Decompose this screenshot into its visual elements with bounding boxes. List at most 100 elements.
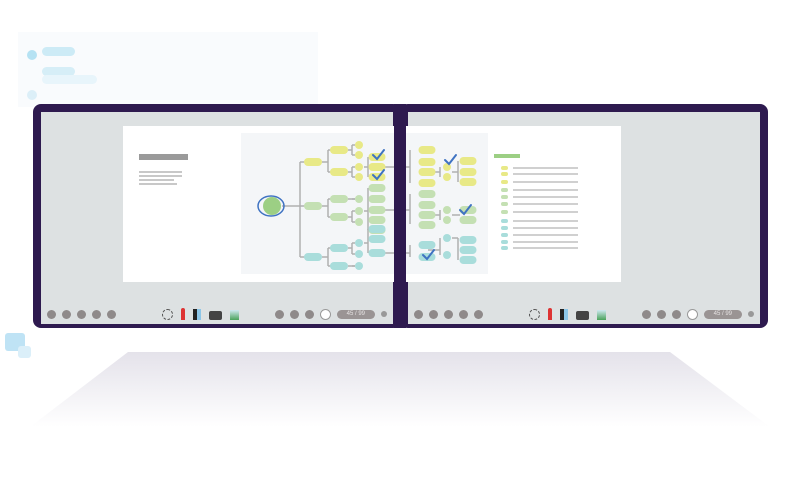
checkmark-icon: [372, 169, 385, 181]
marker-icon[interactable]: [193, 309, 201, 320]
bullet: [501, 233, 508, 237]
bottom-toolbar: 45 / 99: [41, 304, 393, 324]
mind-map-node: [368, 206, 386, 214]
mind-map-node: [459, 157, 477, 165]
zoom-in-icon[interactable]: [686, 308, 698, 320]
page-counter[interactable]: 45 / 99: [703, 309, 742, 319]
text-line: [513, 167, 578, 169]
page-counter[interactable]: 45 / 99: [336, 309, 375, 319]
text-line: [513, 203, 578, 205]
mind-map-node: [418, 190, 436, 198]
bullet: [501, 172, 508, 176]
pen-icon[interactable]: [548, 308, 552, 320]
settings-icon[interactable]: [381, 311, 387, 317]
toolbar-right-group: 45 / 99: [641, 308, 754, 320]
share-icon[interactable]: [444, 309, 453, 319]
bullet: [501, 180, 508, 184]
slide-title-bar: [139, 154, 188, 160]
checkmark-icon: [444, 154, 457, 166]
lasso-select-icon[interactable]: [529, 309, 540, 320]
mind-map-node: [443, 251, 451, 259]
screen-icon[interactable]: [671, 309, 681, 319]
mind-map-node: [418, 221, 436, 229]
mind-map-node: [368, 225, 386, 233]
share-icon[interactable]: [77, 309, 86, 319]
mind-map-node: [330, 195, 348, 203]
mind-map-node: [368, 216, 386, 224]
save-icon[interactable]: [62, 309, 71, 319]
bullet: [501, 210, 508, 214]
exit-icon[interactable]: [47, 309, 56, 319]
user-icon[interactable]: [459, 309, 468, 319]
marker-icon[interactable]: [560, 309, 568, 320]
mind-map-panel: [241, 133, 488, 274]
text-line: [513, 220, 578, 222]
pen-icon[interactable]: [181, 308, 185, 320]
root-node: [263, 197, 281, 215]
exit-icon[interactable]: [414, 309, 423, 319]
floor-reflection: [30, 352, 770, 427]
mind-map-node: [368, 235, 386, 243]
mind-map-node: [443, 234, 451, 242]
mind-map-node: [418, 179, 436, 187]
toolbar-left-group: [414, 309, 489, 319]
lasso-select-icon[interactable]: [162, 309, 173, 320]
toolbar-tools-group: [529, 308, 606, 320]
toolbar-left-group: [47, 309, 122, 319]
text-line: [513, 227, 578, 229]
text-line: [513, 247, 578, 249]
bullet: [501, 195, 508, 199]
mind-map-node: [368, 195, 386, 203]
undo-icon[interactable]: [274, 309, 284, 319]
mind-map-node: [355, 195, 363, 203]
redo-icon[interactable]: [656, 309, 666, 319]
checkmark-icon: [372, 149, 385, 161]
redo-icon[interactable]: [289, 309, 299, 319]
mind-map-node: [459, 246, 477, 254]
mind-map-node: [418, 168, 436, 176]
mind-map-node: [443, 173, 451, 181]
toolbar-tools-group: [162, 308, 239, 320]
mind-map-node: [355, 239, 363, 247]
decor-square: [18, 346, 31, 358]
image-icon[interactable]: [597, 310, 606, 320]
mind-map-node: [459, 216, 477, 224]
decor-pill: [42, 75, 97, 84]
mind-map-node: [355, 207, 363, 215]
mind-map-node: [355, 151, 363, 159]
bullet: [501, 202, 508, 206]
mind-map-node: [459, 236, 477, 244]
mind-map-node: [443, 216, 451, 224]
bullet: [501, 226, 508, 230]
mind-map-node: [355, 218, 363, 226]
cloud-icon[interactable]: [107, 309, 116, 319]
text-line: [513, 234, 578, 236]
checkmark-icon: [422, 249, 435, 261]
image-icon[interactable]: [230, 310, 239, 320]
user-icon[interactable]: [92, 309, 101, 319]
text-line: [513, 173, 578, 175]
text-line: [513, 181, 578, 183]
highlight-circle: [257, 195, 285, 217]
mind-map-node: [418, 211, 436, 219]
cloud-icon[interactable]: [474, 309, 483, 319]
mind-map-node: [330, 213, 348, 221]
mind-map-node: [418, 158, 436, 166]
slide-title-bar: [494, 154, 520, 158]
mind-map-node: [355, 163, 363, 171]
toolbox-icon[interactable]: [209, 311, 222, 320]
zoom-in-icon[interactable]: [319, 308, 331, 320]
text-line: [139, 171, 182, 173]
text-line: [513, 241, 578, 243]
screen-icon[interactable]: [304, 309, 314, 319]
save-icon[interactable]: [429, 309, 438, 319]
toolbox-icon[interactable]: [576, 311, 589, 320]
undo-icon[interactable]: [641, 309, 651, 319]
decor-dot: [27, 90, 37, 100]
mind-map-node: [304, 253, 322, 261]
mind-map-node: [459, 256, 477, 264]
mind-map-node: [330, 168, 348, 176]
mind-map-node: [443, 206, 451, 214]
settings-icon[interactable]: [748, 311, 754, 317]
